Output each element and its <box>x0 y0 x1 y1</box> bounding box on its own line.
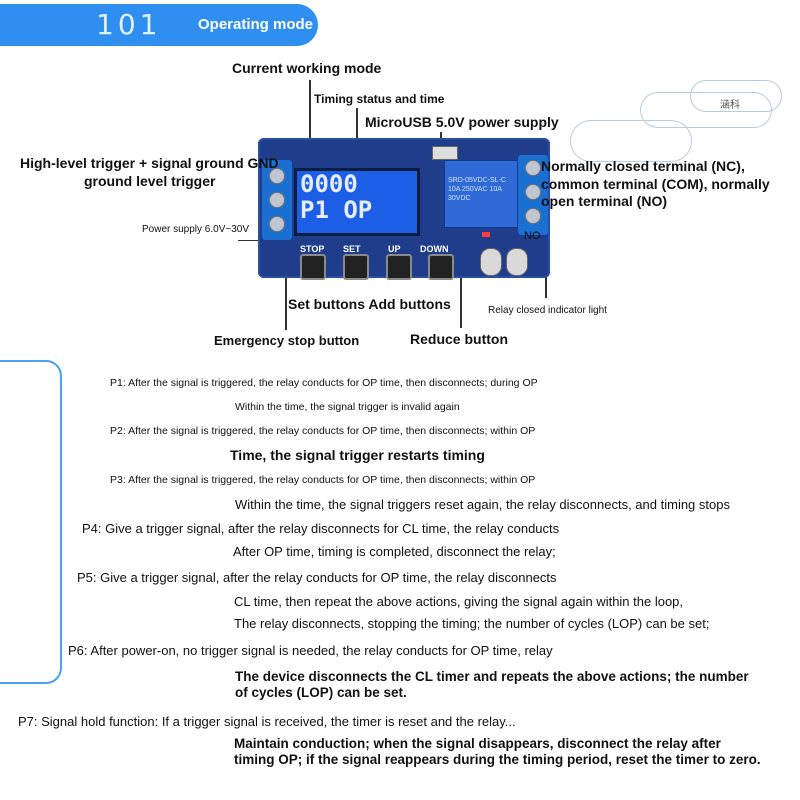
down-button[interactable] <box>428 254 454 280</box>
mode-p5-line1: P5: Give a trigger signal, after the rel… <box>77 570 557 585</box>
mode-p4-line2: After OP time, timing is completed, disc… <box>233 544 556 559</box>
mode-p4-line1: P4: Give a trigger signal, after the rel… <box>82 521 560 536</box>
section-title: Operating mode <box>198 16 314 33</box>
label-no-small: NO <box>524 230 541 242</box>
stop-button[interactable] <box>300 254 326 280</box>
terminal-screw <box>269 216 285 232</box>
label-com-terminal: common terminal (COM), normally <box>541 176 770 192</box>
pointer-line <box>285 276 287 330</box>
section-number: 101 <box>96 8 162 41</box>
btn-label-set: SET <box>343 244 361 254</box>
label-microusb-power: MicroUSB 5.0V power supply <box>365 114 559 130</box>
pointer-line <box>309 80 311 160</box>
mode-p1-line1: P1: After the signal is triggered, the r… <box>110 377 538 389</box>
cloud-shape <box>690 80 782 112</box>
lcd-readout: 0000 P1 OP <box>300 171 372 223</box>
set-button[interactable] <box>343 254 369 280</box>
capacitor <box>506 248 528 276</box>
mode-p5-line3: The relay disconnects, stopping the timi… <box>234 616 710 631</box>
pointer-line <box>460 276 462 328</box>
label-nc-terminal: Normally closed terminal (NC), <box>541 158 745 174</box>
terminal-screw <box>525 160 541 176</box>
microusb-port <box>432 146 458 160</box>
cloud-text: 涵科 <box>720 100 740 111</box>
mode-p2-line2: Time, the signal trigger restarts timing <box>230 447 485 463</box>
btn-label-stop: STOP <box>300 244 325 254</box>
lcd-display <box>294 168 420 236</box>
mode-p6-line2: The device disconnects the CL timer and … <box>235 669 749 700</box>
terminal-screw <box>269 168 285 184</box>
lcd-line-1: 0000 <box>300 170 358 198</box>
terminal-screw <box>269 192 285 208</box>
relay-marking: SRD-05VDC-SL-C 10A 250VAC 10A 30VDC <box>448 177 506 202</box>
label-reduce-button: Reduce button <box>410 331 508 347</box>
header-tab <box>0 4 318 46</box>
terminal-screw <box>525 184 541 200</box>
label-ground-level-trigger: ground level trigger <box>84 173 216 189</box>
label-relay-indicator: Relay closed indicator light <box>488 305 607 316</box>
mode-p7-line1: P7: Signal hold function: If a trigger s… <box>18 714 516 729</box>
mode-p6-line1: P6: After power-on, no trigger signal is… <box>68 643 553 658</box>
mode-p3-line1: P3: After the signal is triggered, the r… <box>110 474 536 486</box>
side-panel <box>0 360 62 684</box>
relay-component <box>444 160 518 228</box>
up-button[interactable] <box>386 254 412 280</box>
label-set-add-buttons: Set buttons Add buttons <box>288 296 451 312</box>
terminal-screw <box>525 208 541 224</box>
label-high-level-trigger: High-level trigger + signal ground GND <box>20 155 279 171</box>
mode-p1-line2: Within the time, the signal trigger is i… <box>235 401 460 413</box>
mode-p5-line2: CL time, then repeat the above actions, … <box>234 594 684 609</box>
relay-indicator-led <box>482 232 490 237</box>
cloud-shape <box>570 120 692 162</box>
pointer-line <box>238 240 260 241</box>
btn-label-down: DOWN <box>420 244 449 254</box>
label-current-working-mode: Current working mode <box>232 60 382 76</box>
label-no-terminal: open terminal (NO) <box>541 193 668 209</box>
lcd-line-2: P1 OP <box>300 196 373 224</box>
mode-p3-line2: Within the time, the signal triggers res… <box>235 497 730 512</box>
label-power-supply: Power supply 6.0V~30V <box>142 224 250 235</box>
label-timing-status: Timing status and time <box>314 92 445 106</box>
btn-label-up: UP <box>388 244 401 254</box>
mode-p2-line1: P2: After the signal is triggered, the r… <box>110 425 536 437</box>
pointer-line <box>356 108 358 156</box>
mode-p7-line2: Maintain conduction; when the signal dis… <box>234 736 761 767</box>
capacitor <box>480 248 502 276</box>
label-emergency-stop: Emergency stop button <box>214 333 360 348</box>
